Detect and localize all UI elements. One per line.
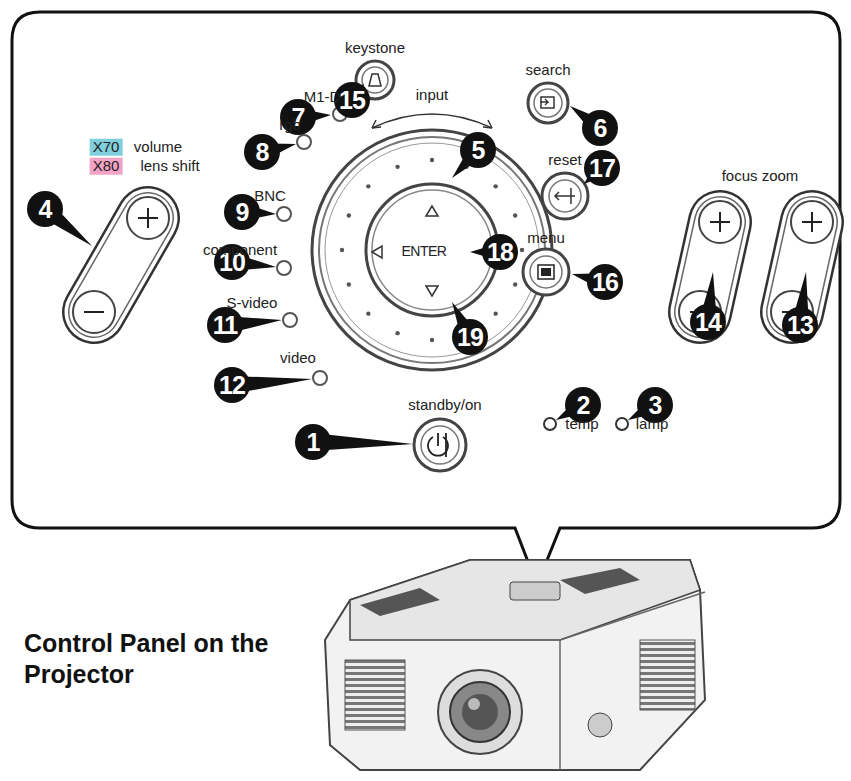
control-label: reset (548, 152, 581, 169)
input-dial (312, 130, 552, 370)
callout-number: 17 (584, 150, 620, 186)
control-label: component (203, 242, 277, 259)
callout-number: 4 (27, 191, 63, 227)
power-button (414, 419, 466, 471)
callout-number: 8 (244, 134, 280, 170)
arrow-head (372, 120, 492, 128)
callout-text: 19 (457, 323, 483, 352)
callout-text: 13 (787, 311, 813, 340)
control-label: lens shift (140, 158, 199, 175)
control-label: rgb (279, 117, 301, 134)
control-label: X70 (90, 139, 123, 156)
control-label: focus zoom (722, 168, 799, 185)
rocker-button (73, 197, 169, 333)
control-label: M1-D (304, 89, 341, 106)
control-label: keystone (345, 40, 405, 57)
callout-text: 8 (256, 138, 269, 167)
control-label: ENTER (402, 244, 447, 259)
callout-number: 18 (482, 234, 518, 270)
callout-text: 18 (487, 238, 513, 267)
callout-panel (12, 12, 840, 585)
callout-number: 16 (587, 264, 623, 300)
callout-number: 1 (295, 424, 331, 460)
control-label: X80 (90, 158, 123, 175)
control-label: search (525, 62, 570, 79)
control-label: menu (527, 230, 565, 247)
control-label: temp (565, 416, 598, 433)
callout-text: 12 (219, 371, 245, 400)
control-label: volume (134, 139, 182, 156)
control-label: S-video (227, 295, 278, 312)
callout-text: 9 (236, 198, 249, 227)
callout-text: 1 (307, 428, 320, 457)
figure-title: Control Panel on the Projector (24, 628, 274, 691)
callout-number: 6 (582, 110, 618, 146)
control-label: lamp (636, 416, 669, 433)
callout-text: 6 (594, 114, 607, 143)
callout-number: 19 (452, 319, 488, 355)
callout-number: 13 (782, 307, 818, 343)
callout-number: 5 (460, 132, 496, 168)
control-label: video (280, 350, 316, 367)
reset-button (542, 173, 588, 219)
callout-text: 14 (695, 308, 721, 337)
menu-button (523, 249, 569, 295)
callout-text: 11 (213, 311, 237, 340)
select-button (277, 107, 347, 385)
callout-text: 4 (39, 195, 52, 224)
callout-text: 15 (339, 86, 365, 115)
callout-number: 11 (207, 307, 243, 343)
callout-number: 12 (214, 367, 250, 403)
projector-illustration (325, 560, 705, 770)
input-arc (372, 114, 492, 128)
callout-number: 14 (690, 304, 726, 340)
callout-text: 16 (592, 268, 618, 297)
callout-text: 17 (589, 154, 615, 183)
control-label: standby/on (408, 397, 481, 414)
search-button (528, 83, 568, 123)
control-label: BNC (254, 188, 286, 205)
callout-text: 5 (472, 136, 485, 165)
control-label: input (416, 87, 449, 104)
